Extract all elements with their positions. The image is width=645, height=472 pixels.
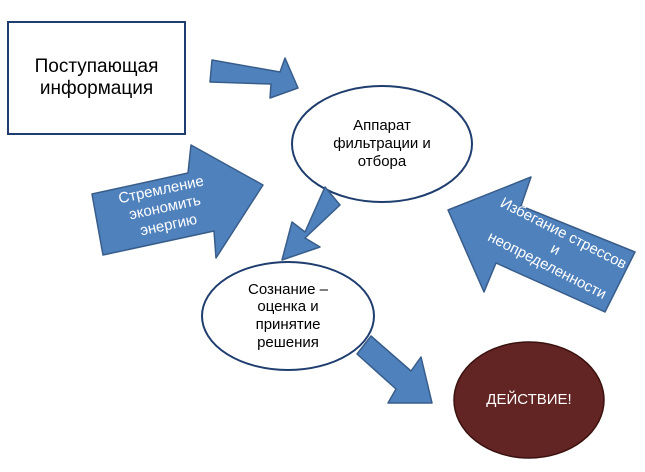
incoming-info-box xyxy=(7,21,186,135)
arrow-energy xyxy=(91,144,264,259)
arrow-box-to-filter xyxy=(209,57,299,99)
arrow-filter-to-consciousness xyxy=(281,186,341,261)
incoming-info-label: Поступающая информация xyxy=(34,55,159,99)
action-ellipse xyxy=(453,341,605,459)
arrow-stress xyxy=(447,176,636,313)
filter-label: Аппарат фильтрации и отбора xyxy=(333,117,431,170)
consciousness-label: Сознание – оценка и принятие решения xyxy=(247,280,329,351)
action-label: ДЕЙСТВИЕ! xyxy=(486,391,572,409)
consciousness-ellipse xyxy=(201,261,375,371)
filter-ellipse xyxy=(291,85,473,203)
arrow-consciousness-to-action xyxy=(356,335,433,404)
